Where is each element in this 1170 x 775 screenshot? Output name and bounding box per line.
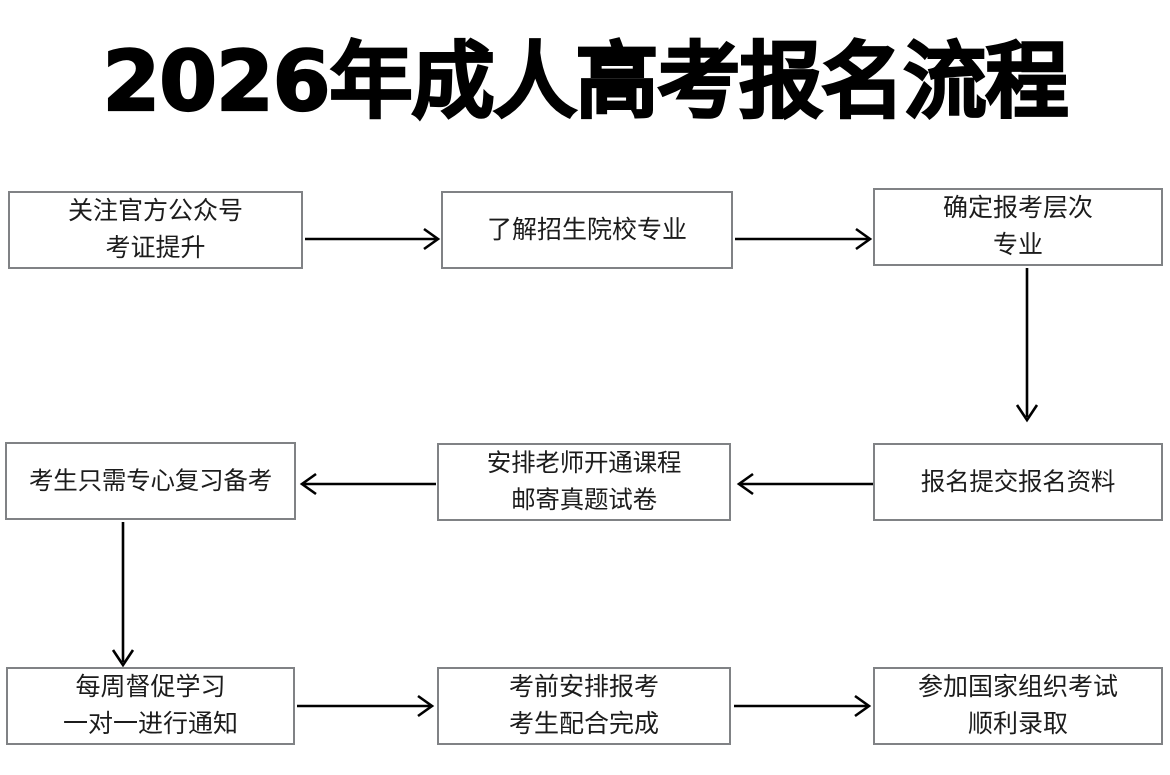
flow-node-line: 参加国家组织考试 [917,673,1118,701]
flow-node-follow-official-account[interactable]: 关注官方公众号 考证提升 [8,191,303,269]
flow-node-line: 考证提升 [105,234,206,262]
flow-node-choose-level-major[interactable]: 确定报考层次 专业 [873,188,1163,266]
flow-node-line: 关注官方公众号 [67,197,243,225]
connector-arrow-left [296,463,438,505]
flow-node-line: 了解招生院校专业 [486,215,687,244]
flow-node-line: 顺利录取 [967,710,1068,738]
connector-arrow-right [734,218,874,260]
flow-node-line: 一对一进行通知 [62,710,238,738]
connector-arrow-right [296,685,438,727]
flow-node-line: 每周督促学习 [75,673,226,701]
flow-node-line: 考前安排报考 [508,673,659,701]
flow-node-take-exam-admitted[interactable]: 参加国家组织考试 顺利录取 [873,667,1163,745]
flow-node-line: 安排老师开通课程 [486,450,682,477]
flow-node-line: 邮寄真题试卷 [511,487,657,514]
connector-arrow-right [304,218,442,260]
connector-arrow-down [102,521,144,669]
connector-arrow-left [733,463,875,505]
flow-node-weekly-supervision[interactable]: 每周督促学习 一对一进行通知 [6,667,295,745]
connector-arrow-down [1006,267,1048,425]
flow-node-line: 考生只需专心复习备考 [29,467,272,495]
flow-node-line: 确定报考层次 [942,194,1093,222]
page-title: 2026年成人高考报名流程 [101,32,1069,130]
flow-node-student-focus-review[interactable]: 考生只需专心复习备考 [5,442,296,520]
flow-node-line: 专业 [992,231,1043,259]
flow-node-submit-application[interactable]: 报名提交报名资料 [873,443,1163,521]
flow-node-line: 报名提交报名资料 [920,468,1116,496]
connector-arrow-right [733,685,875,727]
flow-node-teacher-course-materials[interactable]: 安排老师开通课程 邮寄真题试卷 [437,443,731,521]
flow-node-research-schools-majors[interactable]: 了解招生院校专业 [441,191,733,269]
flow-node-pre-exam-registration[interactable]: 考前安排报考 考生配合完成 [437,667,731,745]
flow-node-line: 考生配合完成 [508,710,659,738]
